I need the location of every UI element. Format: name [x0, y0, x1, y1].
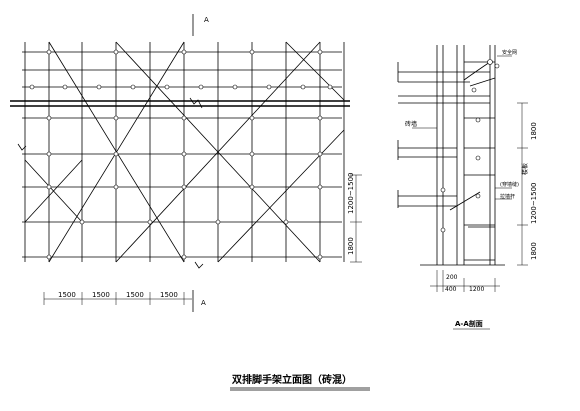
- section-mark-top: A: [204, 16, 209, 24]
- section-ledgers: [420, 61, 505, 266]
- label-safety-net: 安全网: [502, 49, 517, 56]
- sec-dim-1200: 1200: [469, 286, 484, 293]
- section-caption: A-A剖面: [455, 319, 483, 328]
- section-view: 安全网 砖墙 (穿墙缝) 拉墙杆 楼板 1800 1200~1500 1800 …: [397, 45, 538, 330]
- elevation-bottom-dimension: 1500 1500 1500 1500: [43, 291, 192, 305]
- section-right-dimension: 1800 1200~1500 1800: [517, 102, 538, 266]
- sec-dim-1800-top: 1800: [530, 122, 538, 140]
- section-mark-bottom: A: [201, 299, 206, 307]
- label-scissor: (穿墙缝): [500, 181, 519, 188]
- elevation-view: A: [10, 14, 362, 312]
- sec-dim-1800-bottom: 1800: [530, 242, 538, 260]
- floor-slab-band: [10, 97, 350, 151]
- coupler-nodes: [29, 49, 333, 260]
- label-floor: 楼板: [521, 163, 529, 175]
- label-brick-wall: 砖墙: [405, 120, 417, 128]
- elev-dim-1200-1500: 1200~1500: [347, 173, 355, 215]
- drawing-title: 双排脚手架立面图（砖混）: [232, 373, 352, 386]
- elev-dim-1800: 1800: [347, 237, 355, 255]
- bottom-dim-3: 1500: [126, 291, 144, 299]
- ground-break-mark: [194, 261, 204, 269]
- sec-dim-200: 200: [446, 274, 458, 281]
- sec-dim-1200-1500: 1200~1500: [530, 183, 538, 225]
- sec-dim-400: 400: [445, 286, 457, 293]
- bottom-dim-4: 1500: [160, 291, 178, 299]
- label-tie: 拉墙杆: [500, 193, 515, 200]
- wall-ties: [440, 87, 495, 233]
- section-bottom-dimension: 200 400 1200: [430, 270, 500, 293]
- safety-net: [463, 59, 500, 87]
- bottom-dim-2: 1500: [92, 291, 110, 299]
- elevation-right-dimension: 1200~1500 1800: [347, 173, 362, 263]
- cross-bracing: [24, 41, 345, 263]
- bottom-dim-1: 1500: [58, 291, 76, 299]
